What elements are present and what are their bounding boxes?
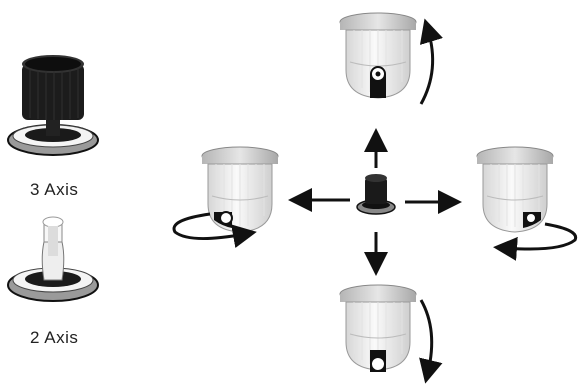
direction-arrow-icon bbox=[288, 128, 462, 276]
joystick-center-icon bbox=[356, 174, 396, 215]
joystick-3-axis-icon bbox=[7, 55, 99, 156]
dome-camera-icon bbox=[476, 146, 554, 233]
two-axis-label: 2 Axis bbox=[30, 328, 79, 347]
dome-camera-icon bbox=[339, 284, 417, 372]
dome-camera-icon bbox=[201, 146, 279, 233]
dome-camera-icon bbox=[339, 12, 417, 99]
rotation-arrow-icon bbox=[172, 18, 578, 384]
joystick-2-axis-icon bbox=[7, 216, 99, 302]
three-axis-label: 3 Axis bbox=[30, 180, 79, 199]
